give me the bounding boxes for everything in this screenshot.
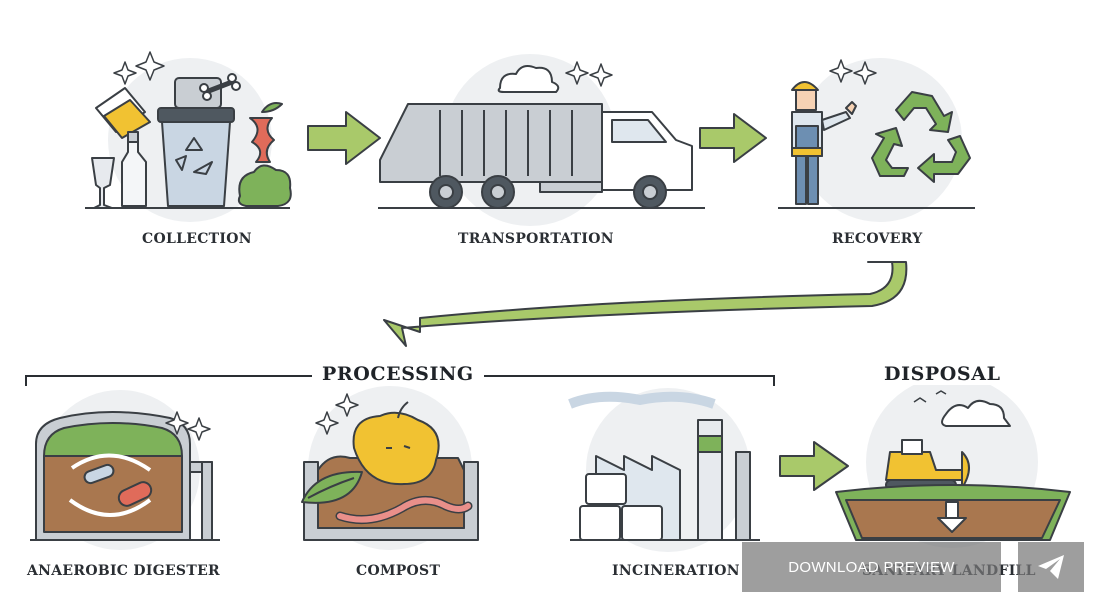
section-title-disposal: DISPOSAL [884, 363, 1001, 385]
curved-flow-arrow [383, 261, 908, 347]
download-preview-button[interactable]: DOWNLOAD PREVIEW [742, 542, 1001, 592]
stage-label-transportation: TRANSPORTATION [458, 231, 614, 247]
paper-plane-icon [1038, 555, 1064, 579]
section-title-processing: PROCESSING [312, 363, 484, 385]
sanitary-landfill-illustration [835, 376, 1071, 548]
collection-illustration [85, 51, 292, 222]
stage-label-collection: COLLECTION [142, 231, 252, 247]
anaerobic-digester-illustration [30, 390, 220, 550]
flow-arrow [779, 441, 849, 491]
stage-label-incineration: INCINERATION [612, 563, 740, 579]
stage-label-compost: COMPOST [356, 563, 441, 579]
stage-label-anaerobic-digester: ANAEROBIC DIGESTER [27, 563, 220, 579]
incineration-illustration [568, 388, 760, 552]
stage-label-recovery: RECOVERY [832, 231, 923, 247]
flow-arrow [307, 111, 381, 165]
recovery-illustration [778, 58, 975, 222]
share-button[interactable] [1018, 542, 1084, 592]
transportation-illustration [378, 54, 705, 226]
flow-arrow [699, 113, 767, 163]
compost-illustration [301, 386, 479, 550]
